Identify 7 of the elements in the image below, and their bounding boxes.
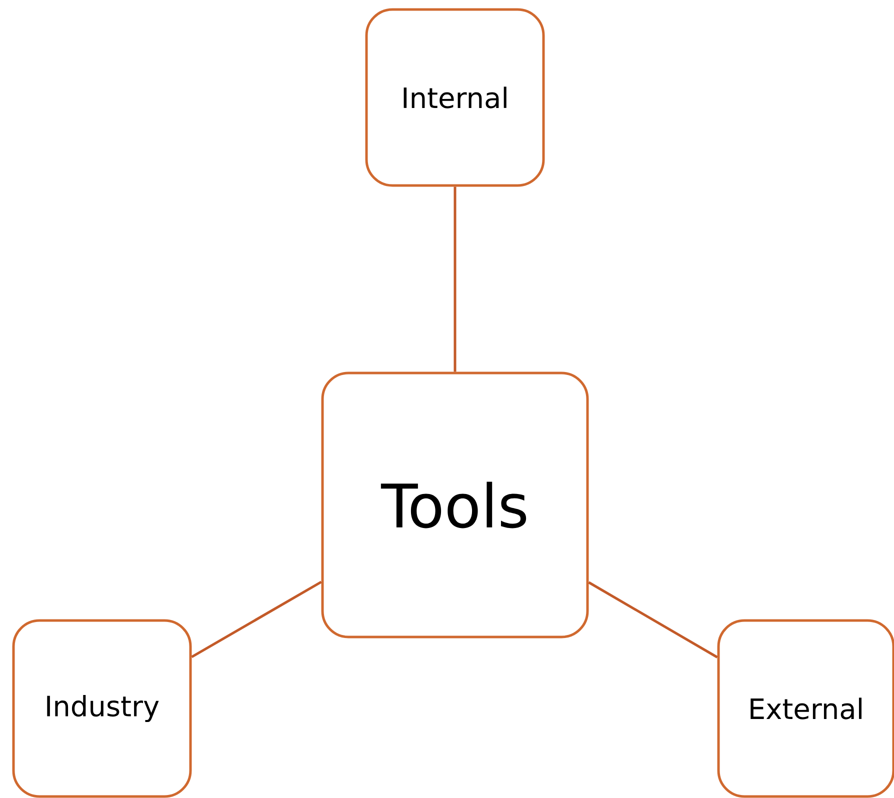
rounded-box: External xyxy=(717,619,894,798)
rounded-box: Industry xyxy=(12,619,192,798)
rounded-box: Internal xyxy=(365,8,545,187)
connector-line xyxy=(454,186,456,372)
connector-line xyxy=(191,580,322,658)
rounded-box: Tools xyxy=(321,372,589,638)
connector-line xyxy=(588,581,718,658)
